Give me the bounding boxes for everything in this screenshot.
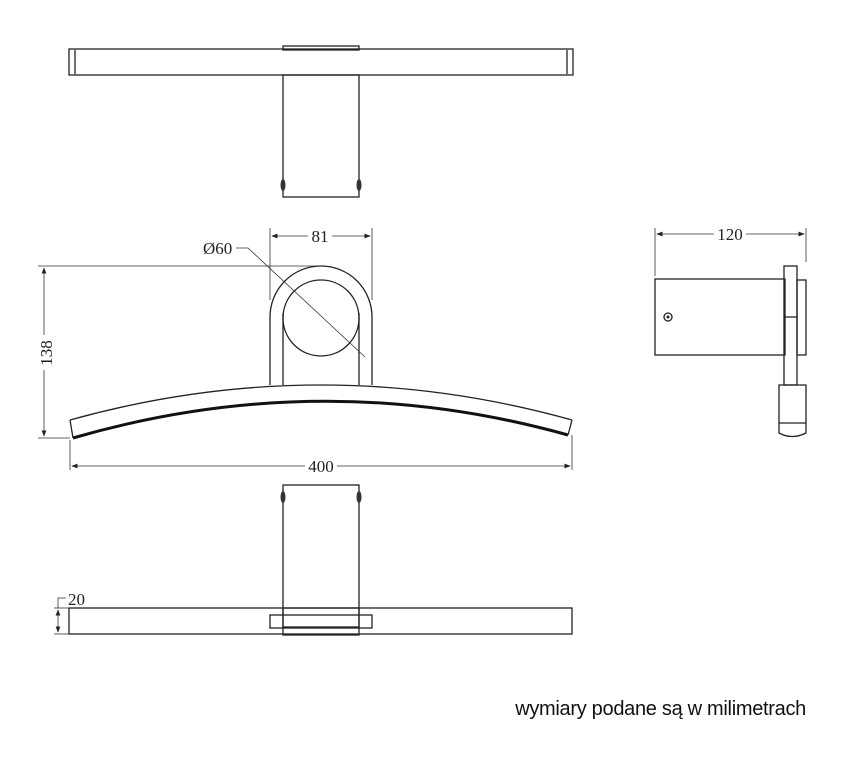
dimension-depth: 120: [717, 225, 743, 244]
dimension-length: 400: [308, 457, 334, 476]
front-view: 81 Ø60 138 400: [37, 227, 573, 476]
side-view: 120: [654, 225, 807, 438]
dimension-height: 138: [37, 340, 56, 366]
bottom-view: 20: [54, 484, 573, 636]
dimension-thickness: 20: [68, 590, 85, 609]
dimension-ring-width: 81: [312, 227, 329, 246]
top-view: [68, 45, 574, 198]
units-caption: wymiary podane są w milimetrach: [515, 698, 806, 720]
dimension-diameter: Ø60: [203, 239, 232, 258]
